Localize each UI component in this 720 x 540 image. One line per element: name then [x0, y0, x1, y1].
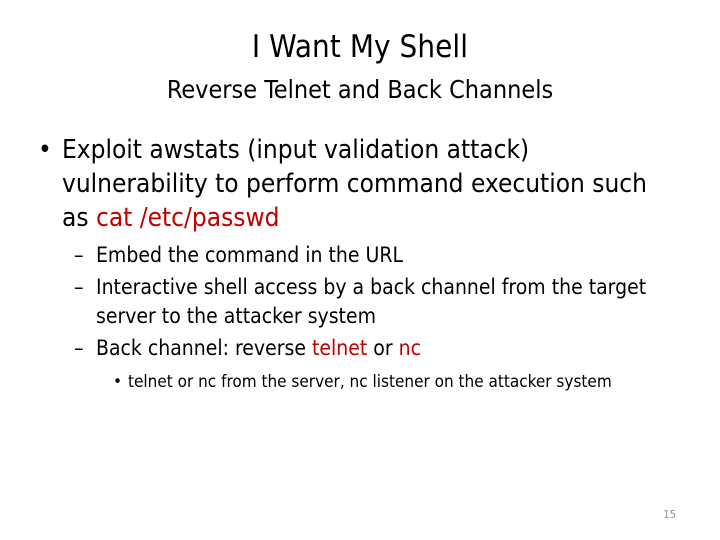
bullet-level2-highlight-telnet: telnet: [311, 336, 368, 360]
bullet-level2-text-middle: or: [367, 336, 399, 360]
bullet-level1-text: Exploit awstats (input validation attack…: [62, 133, 676, 235]
bullet-level2-embed-url: – Embed the command in the URL: [0, 241, 720, 270]
bullet-level3-text: telnet or nc from the server, nc listene…: [128, 372, 612, 392]
page-number: 15: [663, 508, 676, 521]
bullet-level1-highlight: cat /etc/passwd: [95, 203, 280, 233]
page-title: I Want My Shell: [251, 29, 469, 65]
page-subtitle: Reverse Telnet and Back Channels: [166, 75, 554, 104]
title-block: I Want My Shell Reverse Telnet and Back …: [0, 28, 720, 105]
slide-body: • Exploit awstats (input validation atta…: [0, 133, 720, 395]
bullet-dot-icon: •: [113, 372, 123, 392]
bullet-level2-interactive-shell: – Interactive shell access by a back cha…: [0, 273, 720, 331]
bullet-level2-text-before: Back channel: reverse: [96, 336, 312, 360]
bullet-level2-text: Embed the command in the URL: [96, 243, 403, 267]
bullet-level3-telnet-nc: • telnet or nc from the server, nc liste…: [0, 370, 720, 395]
bullet-level2-back-channel: – Back channel: reverse telnet or nc: [0, 334, 720, 363]
bullet-dash-icon: –: [74, 336, 84, 360]
bullet-level1-text-before: Exploit awstats (input validation attack…: [62, 135, 647, 233]
bullet-dot-icon: •: [38, 135, 52, 165]
bullet-dash-icon: –: [74, 243, 84, 267]
bullet-level2-text: Back channel: reverse telnet or nc: [96, 334, 686, 363]
bullet-level1: • Exploit awstats (input validation atta…: [0, 133, 720, 235]
bullet-level2-highlight-nc: nc: [398, 336, 421, 360]
bullet-dash-icon: –: [74, 275, 84, 299]
bullet-level2-text: Interactive shell access by a back chann…: [96, 275, 647, 328]
